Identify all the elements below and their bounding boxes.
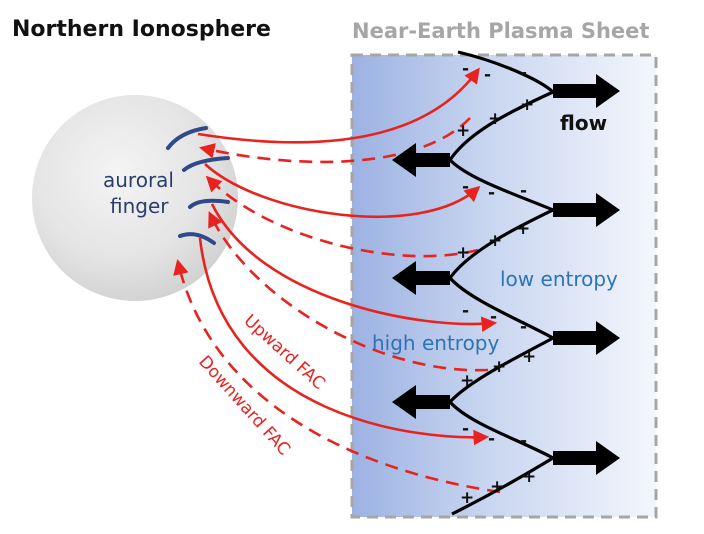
- plus-sign: +: [460, 488, 474, 508]
- upward-current-lines: [197, 67, 498, 446]
- flow-arrow-left-3: [392, 385, 450, 419]
- plus-sign: +: [522, 347, 536, 367]
- minus-sign: -: [462, 59, 469, 79]
- downward-current-4: [173, 258, 501, 494]
- plus-sign: +: [490, 477, 504, 497]
- downward-current-3: [208, 211, 489, 372]
- upward-current-1: [197, 67, 480, 144]
- plus-sign: +: [520, 95, 534, 115]
- minus-sign: -: [520, 181, 527, 201]
- downward-current-1: [198, 117, 471, 164]
- plasma-sheet-title: Near-Earth Plasma Sheet: [352, 19, 649, 43]
- minus-sign: -: [462, 301, 469, 321]
- plus-sign: +: [488, 109, 502, 129]
- ionosphere-sphere: [32, 95, 238, 301]
- flow-arrow-left-2: [392, 261, 450, 295]
- plus-sign: +: [522, 467, 536, 487]
- upward-current-2: [204, 163, 481, 219]
- downward-fac-label: Downward FAC: [194, 352, 294, 460]
- auroral-arc-4: [178, 232, 216, 245]
- plus-sign: +: [460, 371, 474, 391]
- upward-current-4: [198, 237, 490, 446]
- plus-sign: +: [516, 219, 530, 239]
- flow-arrow-right-3: [553, 321, 620, 355]
- finger-label: finger: [110, 194, 169, 218]
- minus-sign: -: [520, 431, 527, 451]
- downward-current-lines: [173, 117, 501, 494]
- flow-arrows-right: [553, 74, 620, 475]
- auroral-arc-2: [182, 156, 230, 172]
- minus-sign: -: [462, 419, 469, 439]
- flow-arrows-left: [392, 143, 450, 419]
- minus-sign: -: [490, 307, 497, 327]
- minus-sign: -: [484, 65, 491, 85]
- flow-arrow-left-1: [392, 143, 450, 177]
- auroral-arc-1: [166, 126, 208, 150]
- upward-current-3: [210, 203, 498, 332]
- plus-sign: +: [492, 357, 506, 377]
- minus-sign: -: [520, 317, 527, 337]
- flow-arrow-right-1: [553, 74, 620, 108]
- ionosphere-title: Northern Ionosphere: [12, 17, 271, 42]
- upward-fac-label: Upward FAC: [240, 311, 329, 394]
- low-entropy-label: low entropy: [500, 267, 618, 291]
- auroral-arc-3: [188, 198, 230, 209]
- plus-sign: +: [488, 231, 502, 251]
- minus-sign: -: [462, 177, 469, 197]
- downward-current-2: [205, 175, 479, 258]
- flow-arrow-right-4: [553, 441, 620, 475]
- plasma-sheet-border: [350, 53, 658, 519]
- minus-sign: -: [520, 63, 527, 83]
- plus-sign: +: [456, 121, 470, 141]
- minus-sign: -: [488, 183, 495, 203]
- flow-arrow-right-2: [553, 193, 620, 227]
- flow-label: flow: [560, 111, 607, 135]
- plus-sign: +: [456, 243, 470, 263]
- charge-signs: - - - + + + - - - + + + - - - + + + - - …: [456, 59, 536, 508]
- plasma-sheet-region: [352, 55, 656, 517]
- auroral-label: auroral: [103, 168, 174, 192]
- minus-sign: -: [488, 429, 495, 449]
- auroral-finger-arcs: [166, 126, 230, 245]
- high-entropy-label: high entropy: [372, 331, 499, 355]
